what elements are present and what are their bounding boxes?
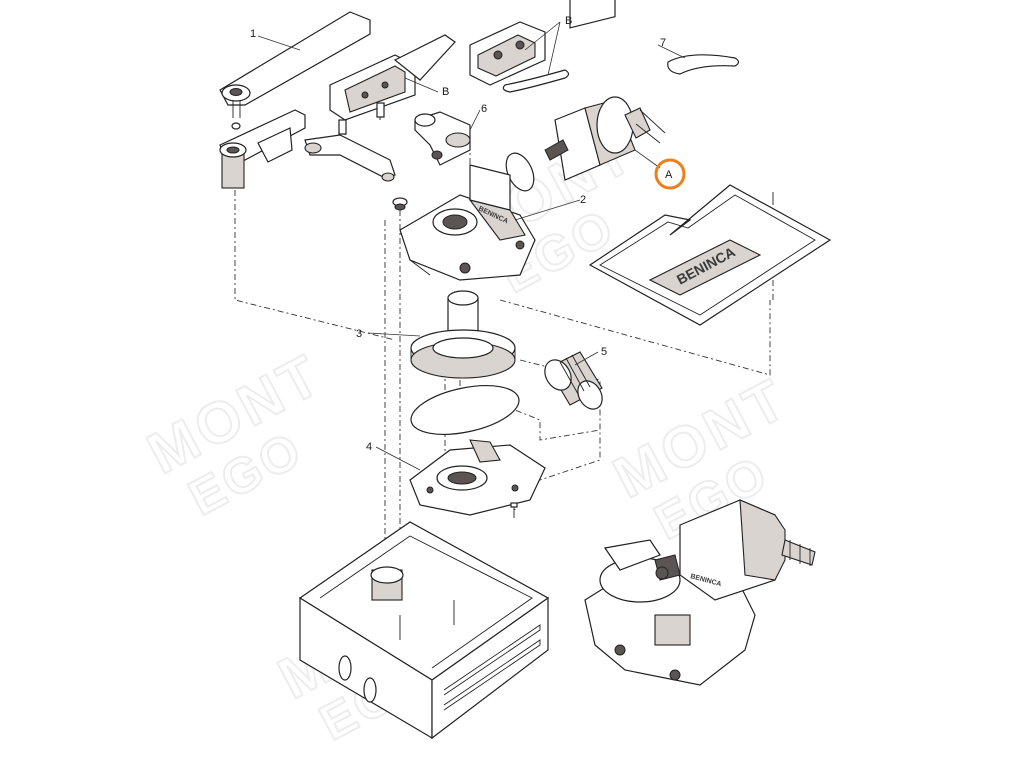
- part-6-lever: [414, 111, 471, 166]
- assembled-operator: BENINCA: [584, 499, 816, 686]
- cover-plate: BENINCA: [588, 184, 832, 326]
- part-1-lower-arm: [219, 109, 396, 189]
- part-b-lock-block: [329, 34, 456, 135]
- part-1-arm: [219, 11, 371, 130]
- label-part-b-top: B: [565, 15, 572, 27]
- highlight-circle: [654, 158, 686, 190]
- part-labels: 1 B B 6 7 2 3 5 4: [250, 15, 666, 453]
- o-ring-gasket: [410, 385, 520, 435]
- part-7-key: [667, 54, 740, 75]
- part-2-screw: [392, 197, 408, 211]
- part-4-screw: [510, 502, 518, 518]
- label-part-1: 1: [250, 28, 256, 40]
- label-part-2: 2: [580, 194, 586, 206]
- part-b-key-housing: [469, 21, 570, 93]
- label-part-a: A: [665, 169, 673, 181]
- part-2-housing: BENINCA: [399, 164, 536, 281]
- part-5-worm: [544, 351, 603, 410]
- foundation-box: [298, 521, 550, 740]
- label-part-3: 3: [356, 328, 362, 340]
- part-a-motor: [505, 0, 666, 192]
- label-part-b: B: [442, 86, 449, 98]
- part-3-gear: [410, 290, 516, 379]
- label-part-4: 4: [366, 441, 372, 453]
- highlight-part-a: A: [654, 158, 686, 190]
- label-part-5: 5: [601, 346, 607, 358]
- part-4-base: [409, 439, 546, 516]
- label-part-6: 6: [481, 103, 487, 115]
- leader-lines: [257, 21, 686, 471]
- label-part-7: 7: [660, 37, 666, 49]
